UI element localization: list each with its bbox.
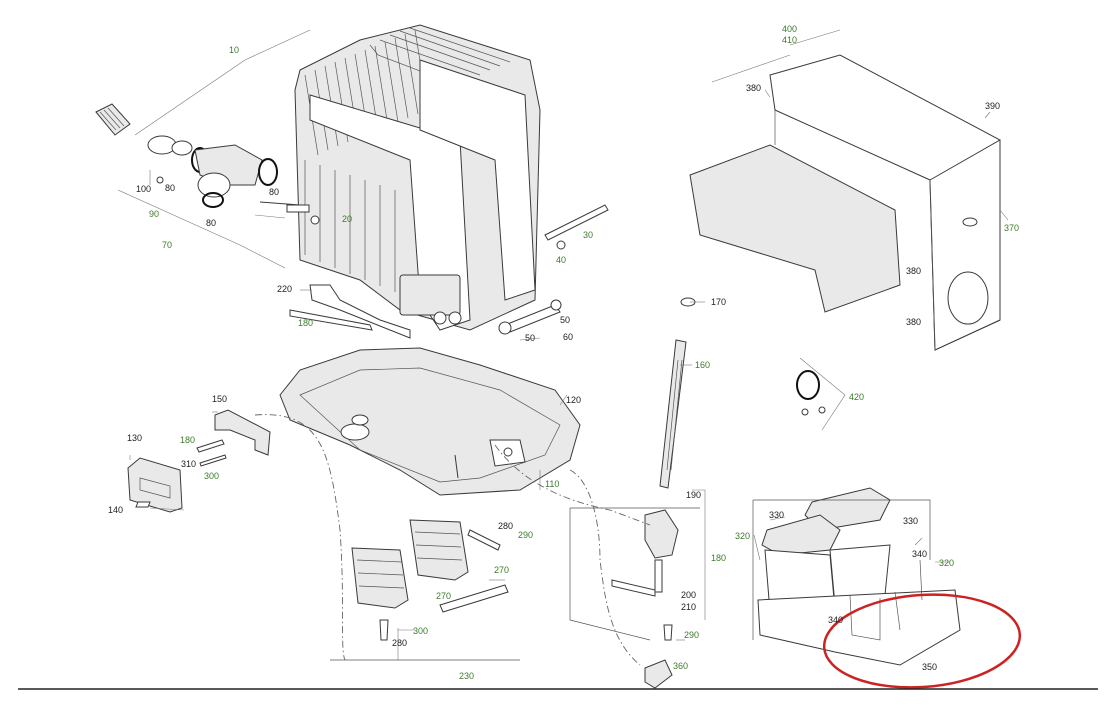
callout-180-c: 180 — [711, 553, 726, 563]
callout-340-b: 340 — [828, 615, 843, 625]
heat-exchanger — [294, 24, 541, 331]
callout-380-c: 380 — [906, 317, 921, 327]
callout-270-b: 270 — [436, 591, 451, 601]
callout-140: 140 — [108, 505, 123, 515]
callout-270-a: 270 — [494, 565, 509, 575]
outer-casing — [689, 54, 1001, 351]
callout-390: 390 — [985, 101, 1000, 111]
callout-300-a: 300 — [204, 471, 219, 481]
control-box — [127, 457, 183, 513]
callout-330-b: 330 — [903, 516, 918, 526]
callout-100: 100 — [136, 184, 151, 194]
callout-70: 70 — [162, 240, 172, 250]
callout-360: 360 — [673, 661, 688, 671]
burner-upper — [409, 519, 469, 581]
callout-290-b: 290 — [684, 630, 699, 640]
callout-90: 90 — [149, 209, 159, 219]
callout-150: 150 — [212, 394, 227, 404]
callout-340-a: 340 — [912, 549, 927, 559]
callout-120: 120 — [566, 395, 581, 405]
ignition-electrode — [196, 439, 227, 467]
callout-labels: 10 20 30 40 50 50 60 70 80 80 80 90 100 … — [108, 24, 1019, 681]
oring-kit — [796, 370, 826, 416]
burner-lower — [351, 547, 409, 609]
callout-420: 420 — [849, 392, 864, 402]
callout-410: 410 — [782, 35, 797, 45]
sensor-bracket — [289, 284, 411, 339]
callout-40: 40 — [556, 255, 566, 265]
water-fitting — [498, 299, 562, 335]
callout-380-b: 380 — [906, 266, 921, 276]
callout-310: 310 — [181, 459, 196, 469]
callout-160: 160 — [695, 360, 710, 370]
callout-80-a: 80 — [165, 183, 175, 193]
gas-valve-assembly — [611, 297, 696, 689]
callout-280-b: 280 — [392, 638, 407, 648]
callout-110: 110 — [545, 479, 559, 489]
callout-130: 130 — [127, 433, 142, 443]
callout-380-a: 380 — [746, 83, 761, 93]
leader-lines — [117, 29, 1009, 660]
callout-320-a: 320 — [735, 531, 750, 541]
callout-200: 200 — [681, 590, 696, 600]
callout-330-a: 330 — [769, 510, 784, 520]
callout-350: 350 — [922, 662, 937, 672]
cover-bracket — [214, 409, 271, 456]
callout-190: 190 — [686, 490, 701, 500]
callout-50-a: 50 — [560, 315, 570, 325]
callout-60: 60 — [563, 332, 573, 342]
mounting-rail — [544, 204, 609, 250]
callout-180-b: 180 — [180, 435, 195, 445]
callout-290-a: 290 — [518, 530, 533, 540]
callout-280-a: 280 — [498, 521, 513, 531]
callout-20: 20 — [342, 214, 352, 224]
callout-400: 400 — [782, 24, 797, 34]
flue-adaptor-assembly — [95, 103, 320, 225]
callout-170: 170 — [711, 297, 726, 307]
group-outlines — [254, 414, 931, 666]
callout-180-a: 180 — [298, 318, 313, 328]
highlight-ellipse — [822, 593, 1022, 689]
callout-50-b: 50 — [525, 333, 535, 343]
gas-manifold — [379, 529, 509, 641]
callout-300-b: 300 — [413, 626, 428, 636]
callout-30: 30 — [583, 230, 593, 240]
callout-220: 220 — [277, 284, 292, 294]
callout-210: 210 — [681, 602, 696, 612]
callout-10: 10 — [229, 45, 239, 55]
callout-370: 370 — [1004, 223, 1019, 233]
combustion-base-plate — [279, 347, 581, 496]
small-fuse — [135, 501, 151, 508]
condensate-tray-assembly — [757, 487, 961, 666]
callout-80-b: 80 — [206, 218, 216, 228]
callout-230: 230 — [459, 671, 474, 681]
callout-80-c: 80 — [269, 187, 279, 197]
callout-320-b: 320 — [939, 558, 954, 568]
